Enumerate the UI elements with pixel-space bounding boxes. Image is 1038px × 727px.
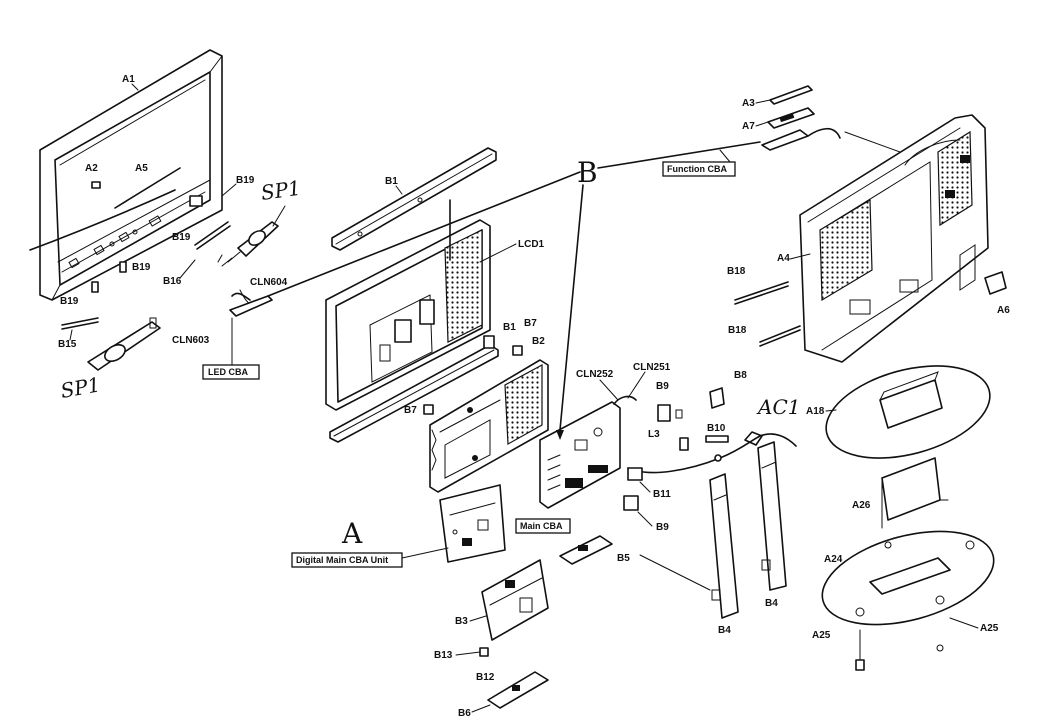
function-cba-assembly xyxy=(761,127,841,151)
shield-b2 xyxy=(429,359,549,493)
handwritten-b: B xyxy=(577,156,598,189)
label-b5: B5 xyxy=(617,553,630,564)
label-l3: L3 xyxy=(648,429,660,440)
stand-neck-a18 xyxy=(825,365,991,459)
label-a25-left: A25 xyxy=(812,630,831,641)
label-a1: A1 xyxy=(122,74,135,85)
box-digital-main-cba-unit: Digital Main CBA Unit xyxy=(296,555,388,565)
rear-cabinet-a4 xyxy=(799,114,989,363)
label-cln251: CLN251 xyxy=(633,362,671,373)
rail-b1-top xyxy=(331,147,497,251)
label-b19-b: B19 xyxy=(172,232,191,243)
label-b9-bottom: B9 xyxy=(656,522,669,533)
label-b10: B10 xyxy=(707,423,726,434)
label-b16: B16 xyxy=(163,276,182,287)
label-b9-top: B9 xyxy=(656,381,669,392)
lcd-panel-lcd1 xyxy=(325,199,491,411)
handwritten-a: A xyxy=(341,517,363,550)
label-cln604: CLN604 xyxy=(250,277,288,288)
label-b6: B6 xyxy=(458,708,471,719)
label-a2: A2 xyxy=(85,163,98,174)
label-b7-top: B7 xyxy=(524,318,537,329)
label-b7-bottom: B7 xyxy=(404,405,417,416)
label-b18-bottom: B18 xyxy=(728,325,747,336)
label-b12: B12 xyxy=(476,672,495,683)
label-lcd1: LCD1 xyxy=(518,239,545,250)
label-b8-top: B8 xyxy=(734,370,747,381)
label-a26: A26 xyxy=(852,500,871,511)
chassis-b3 xyxy=(481,559,549,641)
handwritten-sp1-bottom: SP1 xyxy=(59,372,102,403)
label-b15: B15 xyxy=(58,339,77,350)
front-bezel-a1 xyxy=(29,49,223,301)
label-b13: B13 xyxy=(434,650,453,661)
label-cln603: CLN603 xyxy=(172,335,210,346)
label-b2: B2 xyxy=(532,336,545,347)
bracket-b6 xyxy=(487,671,549,709)
label-b18-top: B18 xyxy=(727,266,746,277)
stand-bracket-a26 xyxy=(881,457,949,529)
label-cln252: CLN252 xyxy=(576,369,614,380)
label-b1-bottom: B1 xyxy=(503,322,516,333)
label-b19-a: B19 xyxy=(236,175,255,186)
handwritten-sp1-top: SP1 xyxy=(259,176,302,205)
label-b4-left: B4 xyxy=(718,625,731,636)
box-main-cba: Main CBA xyxy=(520,521,563,531)
label-b4-right: B4 xyxy=(765,598,778,609)
label-b19-c: B19 xyxy=(132,262,151,273)
box-function-cba: Function CBA xyxy=(667,164,727,174)
speaker-sp1-bottom xyxy=(87,317,161,371)
box-led-cba: LED CBA xyxy=(208,367,248,377)
ac-cord-ac1 xyxy=(627,431,797,474)
label-a18: A18 xyxy=(806,406,825,417)
stand-base-a24 xyxy=(821,530,995,626)
label-a25-right: A25 xyxy=(980,623,999,634)
label-b11: B11 xyxy=(653,489,671,500)
bracket-b4-right xyxy=(757,441,787,591)
label-b1-top: B1 xyxy=(385,176,398,187)
led-cba-assembly: LED CBA xyxy=(202,292,273,380)
main-cba-board xyxy=(539,401,621,509)
label-a3: A3 xyxy=(742,98,755,109)
label-b3: B3 xyxy=(455,616,468,627)
label-a4: A4 xyxy=(777,253,790,264)
bracket-b5 xyxy=(559,535,613,565)
label-a6: A6 xyxy=(997,305,1010,316)
label-a7: A7 xyxy=(742,121,755,132)
speaker-sp1-top xyxy=(217,221,279,267)
label-a24: A24 xyxy=(824,554,843,565)
rail-b1-bottom xyxy=(329,335,499,443)
label-a5: A5 xyxy=(135,163,148,174)
label-b19-d: B19 xyxy=(60,296,79,307)
digital-main-cba-unit xyxy=(439,484,506,563)
bracket-b4-left xyxy=(709,473,739,619)
handwritten-ac1: AC1 xyxy=(756,395,800,419)
